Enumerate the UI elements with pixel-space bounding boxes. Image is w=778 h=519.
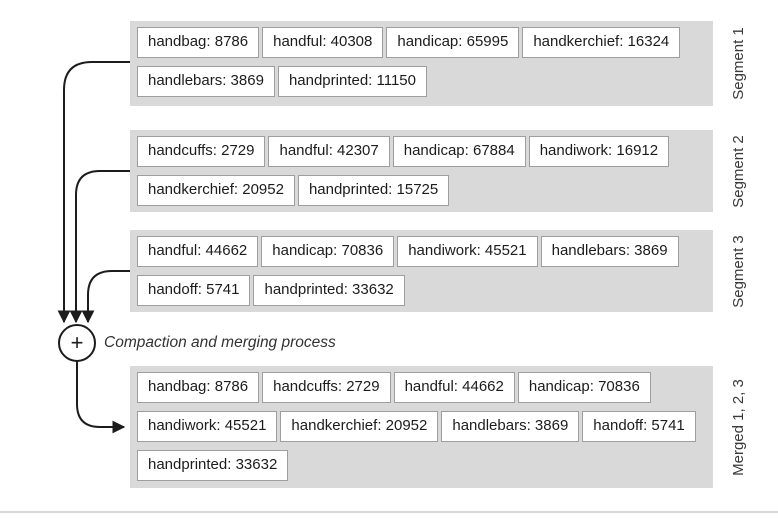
kv-cell: handprinted: 11150 (277, 66, 427, 97)
kv-cell: handkerchief: 16324 (522, 27, 681, 58)
kv-cell: handcuffs: 2729 (137, 136, 266, 167)
kv-cell: handful: 40308 (262, 27, 384, 58)
arrow-segment1-to-merge (57, 61, 130, 324)
merged-label: Merged 1, 2, 3 (729, 378, 747, 476)
kv-cell: handful: 42307 (268, 136, 390, 167)
kv-cell: handprinted: 33632 (137, 450, 289, 481)
segment-1-label: Segment 1 (729, 27, 747, 100)
kv-cell: handicap: 67884 (392, 136, 526, 167)
kv-cell: handicap: 70836 (261, 236, 395, 267)
kv-cell: handprinted: 15725 (297, 175, 450, 206)
merge-flow-arrows: + (57, 61, 130, 434)
kv-cell: handful: 44662 (393, 372, 515, 403)
kv-cell: handlebars: 3869 (540, 236, 679, 267)
segment-2-label: Segment 2 (729, 134, 747, 208)
kv-cell: handiwork: 45521 (137, 411, 278, 442)
kv-cell: handiwork: 16912 (528, 136, 670, 167)
kv-cell: handlebars: 3869 (441, 411, 580, 442)
kv-cell: handoff: 5741 (582, 411, 696, 442)
kv-cell: handoff: 5741 (137, 275, 251, 306)
merged-label-wrap: Merged 1, 2, 3 (712, 366, 764, 488)
arrow-segment3-to-merge (81, 270, 130, 324)
plus-icon: + (71, 330, 84, 355)
segment-2-label-wrap: Segment 2 (712, 130, 764, 212)
bottom-divider (0, 511, 778, 513)
process-caption: Compaction and merging process (104, 334, 336, 351)
kv-cell: handkerchief: 20952 (280, 411, 439, 442)
kv-cell: handcuffs: 2729 (262, 372, 391, 403)
kv-cell: handbag: 8786 (137, 372, 260, 403)
kv-row: handprinted: 33632 (137, 450, 706, 481)
kv-cell: handlebars: 3869 (137, 66, 275, 97)
kv-cell: handbag: 8786 (137, 27, 260, 58)
kv-cell: handicap: 65995 (386, 27, 520, 58)
segment-3-label: Segment 3 (729, 234, 747, 308)
kv-cell: handicap: 70836 (517, 372, 651, 403)
merge-node (58, 324, 96, 362)
kv-cell: handprinted: 33632 (253, 275, 405, 306)
kv-cell: handiwork: 45521 (397, 236, 538, 267)
kv-cell: handful: 44662 (137, 236, 259, 267)
segment-3-label-wrap: Segment 3 (712, 230, 764, 312)
arrow-merge-to-merged-segment (76, 361, 126, 434)
kv-cell: handkerchief: 20952 (137, 175, 295, 206)
segment-1-label-wrap: Segment 1 (712, 21, 764, 106)
arrow-segment2-to-merge (69, 170, 130, 324)
